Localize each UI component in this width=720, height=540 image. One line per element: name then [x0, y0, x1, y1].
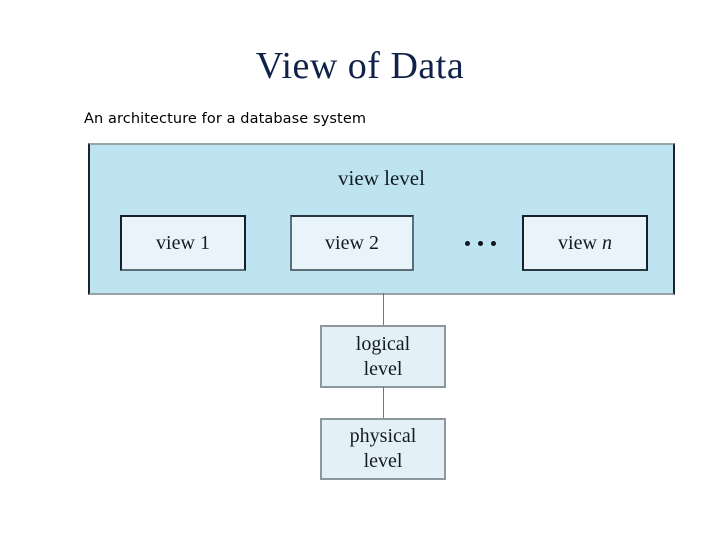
physical-level-box: physical level [320, 418, 446, 480]
view-level-label: view level [338, 166, 425, 190]
view-level-container: view level view 1 view 2 view n [88, 143, 675, 295]
view-box-2: view 2 [290, 215, 414, 271]
view-box-2-label: view 2 [325, 232, 379, 254]
ellipsis-dot [490, 240, 496, 246]
connector-logical-to-physical [383, 387, 384, 420]
connector-view-to-logical [383, 293, 384, 327]
physical-level-line-1: physical [349, 425, 417, 447]
logical-level-line-2: level [363, 357, 403, 380]
view-box-n-label: view n [558, 232, 612, 254]
slide-title: View of Data [255, 45, 465, 87]
ellipsis-dot [464, 240, 470, 246]
view-ellipsis-icon [442, 215, 518, 271]
view-box-1-label: view 1 [156, 232, 210, 254]
view-box-n: view n [522, 215, 648, 271]
view-box-1: view 1 [120, 215, 246, 271]
logical-level-box: logical level [320, 325, 446, 388]
physical-level-line-2: level [363, 450, 403, 472]
logical-level-line-1: logical [355, 332, 411, 355]
slide-subtitle: An architecture for a database system [84, 111, 367, 127]
ellipsis-dot [477, 240, 483, 246]
